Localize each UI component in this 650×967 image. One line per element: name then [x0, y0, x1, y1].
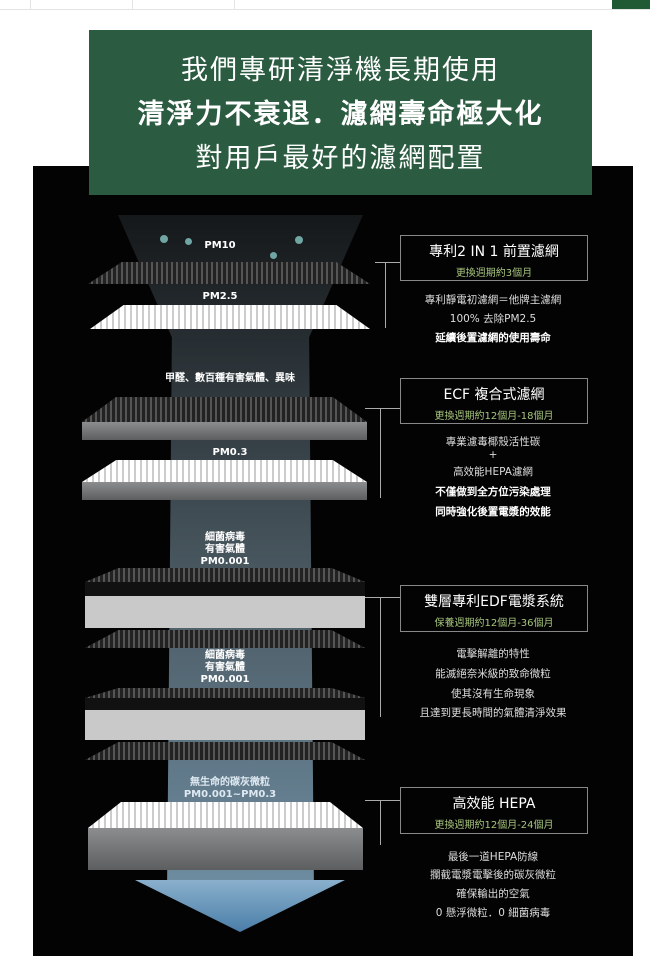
ecf-hepa-filter	[82, 460, 367, 482]
edf-grid-bottom	[85, 742, 365, 760]
edf-grid-top	[85, 568, 365, 582]
label-line: PM0.001~PM0.3	[183, 789, 277, 800]
desc-line: 攔截電漿電擊後的碳灰微粒	[430, 869, 556, 881]
section-title: 雙層專利EDF電漿系統	[424, 594, 564, 610]
carbon-filter	[82, 397, 367, 422]
connector	[365, 408, 400, 409]
label-line: 有害氣體	[205, 662, 245, 673]
label-line: 無生命的碳灰微粒	[190, 777, 270, 788]
section-box-edf: 雙層專利EDF電漿系統 保養週期約12個月-36個月	[400, 585, 588, 632]
desc-line: 專利靜電初濾網＝他牌主濾網	[424, 294, 562, 306]
gas-label: 甲醛、數百種有害氣體、異味	[165, 373, 295, 384]
edf-module-1	[85, 582, 365, 628]
hepa-frame	[88, 828, 363, 870]
label-line: 有害氣體	[205, 544, 245, 555]
nav-divider	[132, 0, 133, 10]
section-box-hepa: 高效能 HEPA 更換週期約12個月-24個月	[400, 787, 588, 834]
edf-grid-mid	[85, 630, 365, 648]
section-subtitle: 更換週期約12個月-24個月	[434, 820, 554, 831]
nav-divider	[30, 0, 31, 10]
section-subtitle: 保養週期約12個月-36個月	[434, 618, 554, 629]
desc-line: 能滅絕奈米級的致命微粒	[435, 668, 551, 680]
nav-divider	[234, 0, 235, 10]
top-nav-strip	[0, 0, 650, 10]
connector	[365, 597, 400, 598]
headline-banner: 我們專研清淨機長期使用 清淨力不衰退．濾網壽命極大化 對用戶最好的濾網配置	[89, 30, 592, 195]
desc-line: 且達到更長時間的氣體清淨效果	[419, 707, 567, 719]
edf-module-2	[85, 698, 365, 740]
carbon-ash-label: 無生命的碳灰微粒 PM0.001~PM0.3	[160, 777, 300, 801]
label-line: PM0.001	[200, 556, 250, 567]
headline-line-3: 對用戶最好的濾網配置	[195, 143, 486, 174]
pm03-label: PM0.3	[212, 447, 248, 458]
particle	[270, 252, 277, 259]
section-box-prefilter: 專利2 IN 1 前置濾網 更換週期約3個月	[400, 235, 588, 281]
label-line: 細菌病毒	[205, 650, 245, 661]
particle	[160, 235, 168, 243]
virus-label-1: 細菌病毒 有害氣體 PM0.001	[190, 532, 260, 568]
ecf-hepa-frame	[82, 482, 367, 500]
desc-line: 不僅做到全方位污染處理	[435, 486, 551, 498]
desc-line: 電擊解離的特性	[456, 648, 530, 660]
section-title: ECF 複合式濾網	[443, 387, 545, 403]
desc-line: 延續後置濾網的使用壽命	[435, 332, 551, 344]
connector	[365, 800, 400, 801]
pre-filter-mesh	[88, 262, 370, 284]
pm10-label: PM10	[204, 240, 236, 251]
section-subtitle: 更換週期約3個月	[455, 268, 533, 279]
nav-tab-active[interactable]	[612, 0, 650, 9]
desc-line: 高效能HEPA濾網	[453, 466, 533, 478]
electrostatic-filter	[90, 305, 370, 329]
particle	[295, 236, 303, 244]
section-title: 專利2 IN 1 前置濾網	[429, 244, 559, 260]
desc-line: 最後一道HEPA防線	[447, 851, 539, 863]
carbon-filter-frame	[82, 422, 367, 440]
pm25-label: PM2.5	[202, 291, 238, 302]
connector	[375, 262, 400, 263]
connector	[380, 597, 381, 717]
headline-line-1: 我們專研清淨機長期使用	[181, 55, 500, 86]
desc-line: 同時強化後置電漿的效能	[435, 506, 551, 518]
section-box-ecf: ECF 複合式濾網 更換週期約12個月-18個月	[400, 378, 588, 424]
section-subtitle: 更換週期約12個月-18個月	[434, 411, 554, 422]
edf-grid-2	[85, 688, 365, 698]
desc-line: 100% 去除PM2.5	[449, 313, 537, 325]
connector	[385, 262, 386, 328]
headline-line-2: 清淨力不衰退．濾網壽命極大化	[137, 99, 544, 130]
particle	[185, 238, 192, 245]
label-line: 細菌病毒	[205, 532, 245, 543]
desc-line: 0 懸浮微粒．0 細菌病毒	[435, 907, 551, 919]
desc-line: +	[488, 449, 498, 461]
connector	[380, 800, 381, 845]
label-line: PM0.001	[200, 674, 250, 685]
connector	[380, 408, 381, 498]
section-title: 高效能 HEPA	[452, 796, 536, 812]
desc-line: 使其沒有生命現象	[451, 688, 535, 700]
desc-line: 確保輸出的空氣	[456, 888, 530, 900]
desc-line: 專業濾毒椰殼活性碳	[445, 436, 541, 448]
hepa-filter	[88, 802, 363, 828]
virus-label-2: 細菌病毒 有害氣體 PM0.001	[190, 650, 260, 686]
